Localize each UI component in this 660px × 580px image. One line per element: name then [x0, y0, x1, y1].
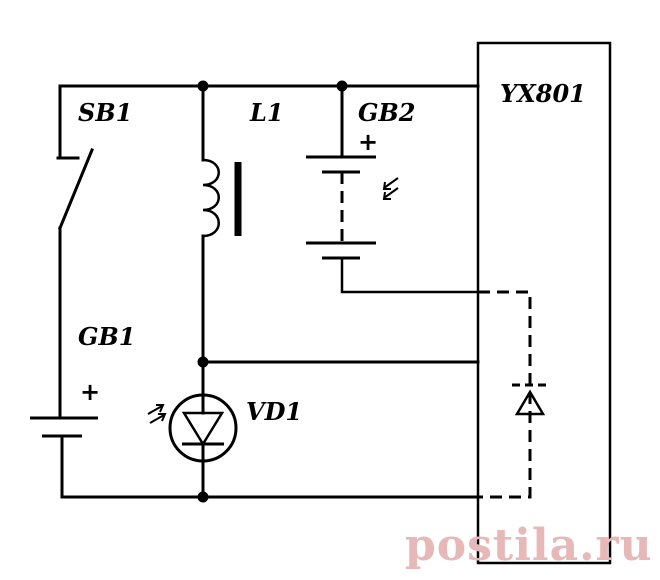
label-sb1: SB1 — [78, 98, 132, 127]
gb2-lower-wire — [340, 258, 478, 294]
label-gb2: GB2 — [358, 98, 415, 127]
sb1-lever — [58, 148, 94, 230]
junction-dot — [336, 80, 348, 92]
ic-yx801-body — [476, 41, 612, 565]
gb1-plus-sign: + — [80, 378, 100, 406]
junction-dot — [197, 491, 209, 503]
watermark-text: postila.ru — [405, 520, 653, 571]
vd1-triangle — [181, 411, 225, 447]
ic-internal-dashed-path — [478, 290, 532, 499]
bottom-rail-wire — [60, 434, 480, 499]
junction-dot — [197, 356, 209, 368]
gb2-plus-sign: + — [358, 128, 378, 156]
label-vd1: VD1 — [246, 397, 302, 426]
junction-dot — [197, 80, 209, 92]
ic-internal-diode-triangle — [514, 389, 546, 416]
label-gb1: GB1 — [78, 322, 135, 351]
vd1-light-arrows — [147, 404, 167, 424]
label-ic-yx801: YX801 — [500, 79, 586, 108]
gb2-light-arrows — [382, 177, 399, 200]
l1-coil — [202, 158, 220, 238]
label-l1: L1 — [249, 98, 284, 127]
